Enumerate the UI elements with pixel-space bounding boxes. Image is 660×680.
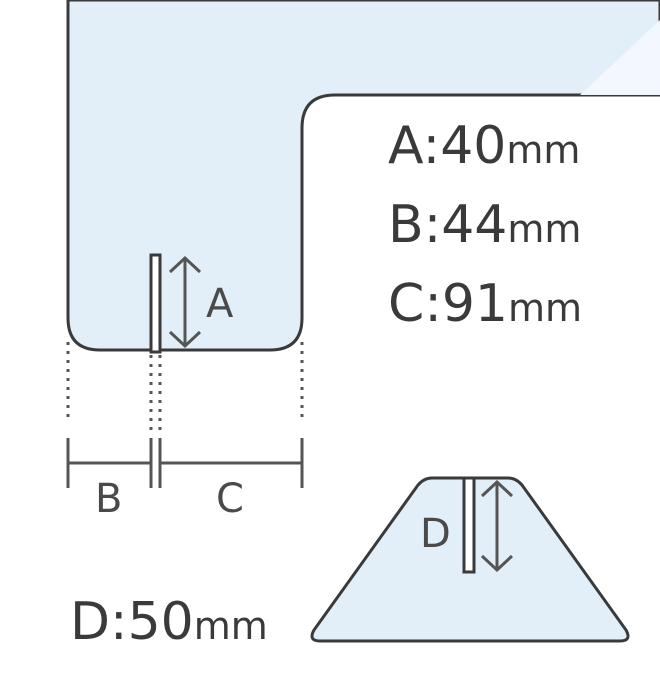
spec-b-value: 44 xyxy=(441,195,508,255)
spec-d-separator: : xyxy=(110,592,128,652)
label-a: A xyxy=(206,281,234,327)
spec-c-unit: mm xyxy=(508,286,583,330)
label-c: C xyxy=(216,476,244,522)
glass-highlight xyxy=(580,20,660,95)
slot-a xyxy=(149,253,162,354)
spec-b-letter: B xyxy=(388,195,424,255)
slot-d xyxy=(462,476,476,574)
spec-c: C:91mm xyxy=(388,278,582,330)
label-b: B xyxy=(95,476,122,522)
spec-d-letter: D xyxy=(70,592,111,652)
spec-d-value: 50 xyxy=(127,592,194,652)
spec-a-unit: mm xyxy=(506,128,581,172)
spec-d-unit: mm xyxy=(193,604,268,648)
spec-c-separator: : xyxy=(424,274,442,334)
dimension-bar-c xyxy=(158,438,304,488)
spec-c-letter: C xyxy=(388,274,425,334)
spec-d: D:50mm xyxy=(70,596,268,648)
spec-b-unit: mm xyxy=(507,207,582,251)
dotted-guides xyxy=(66,342,304,430)
spec-a-letter: A xyxy=(388,116,423,176)
label-d: D xyxy=(420,511,451,557)
spec-a-value: 40 xyxy=(440,116,507,176)
spec-a: A:40mm xyxy=(388,120,580,172)
spec-c-value: 91 xyxy=(441,274,509,334)
spec-a-separator: : xyxy=(422,116,441,176)
spec-b: B:44mm xyxy=(388,199,581,251)
spec-b-separator: : xyxy=(423,195,442,255)
dimension-bar-b xyxy=(66,438,153,488)
panel-front-view xyxy=(66,0,660,352)
arrow-a xyxy=(168,255,202,349)
arrow-d xyxy=(480,479,514,573)
